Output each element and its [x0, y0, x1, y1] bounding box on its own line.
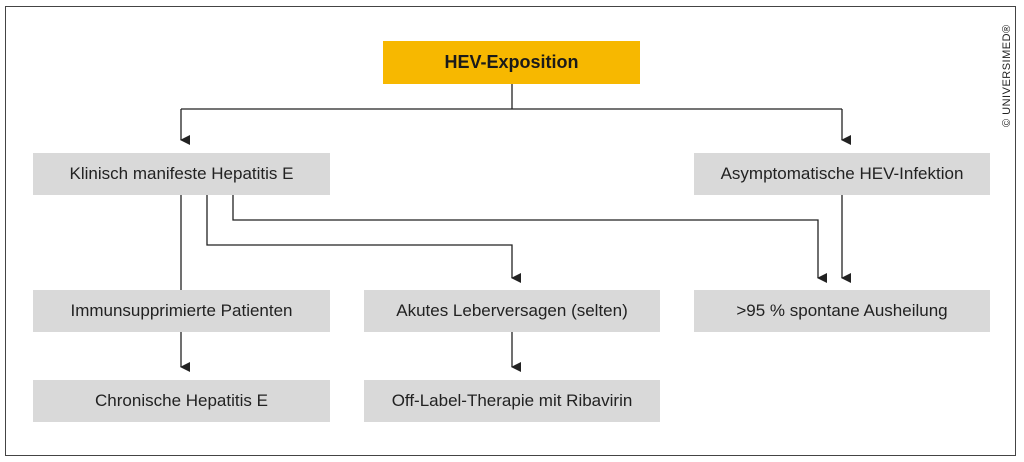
node-hev-exposure: HEV-Exposition: [383, 41, 640, 84]
diagram-frame: [5, 6, 1016, 456]
edge-exposure-to-clinical: [181, 108, 842, 140]
node-offlabel-ribavirin: Off-Label-Therapie mit Ribavirin: [364, 380, 660, 422]
copyright-label: © UNIVERSIMED®: [1001, 24, 1013, 127]
edge-clinical-to-spontaneous: [232, 195, 827, 283]
node-acute-liver-failure: Akutes Leberversagen (selten): [364, 290, 660, 332]
node-spontaneous-healing: >95 % spontane Ausheilung: [694, 290, 990, 332]
edge-clinical-to-acute-failure: [206, 195, 521, 283]
node-immunosuppressed-patients: Immunsupprimierte Patienten: [33, 290, 330, 332]
node-chronic-hepatitis: Chronische Hepatitis E: [33, 380, 330, 422]
node-asymptomatic-infection: Asymptomatische HEV-Infektion: [694, 153, 990, 195]
node-clinical-hepatitis: Klinisch manifeste Hepatitis E: [33, 153, 330, 195]
